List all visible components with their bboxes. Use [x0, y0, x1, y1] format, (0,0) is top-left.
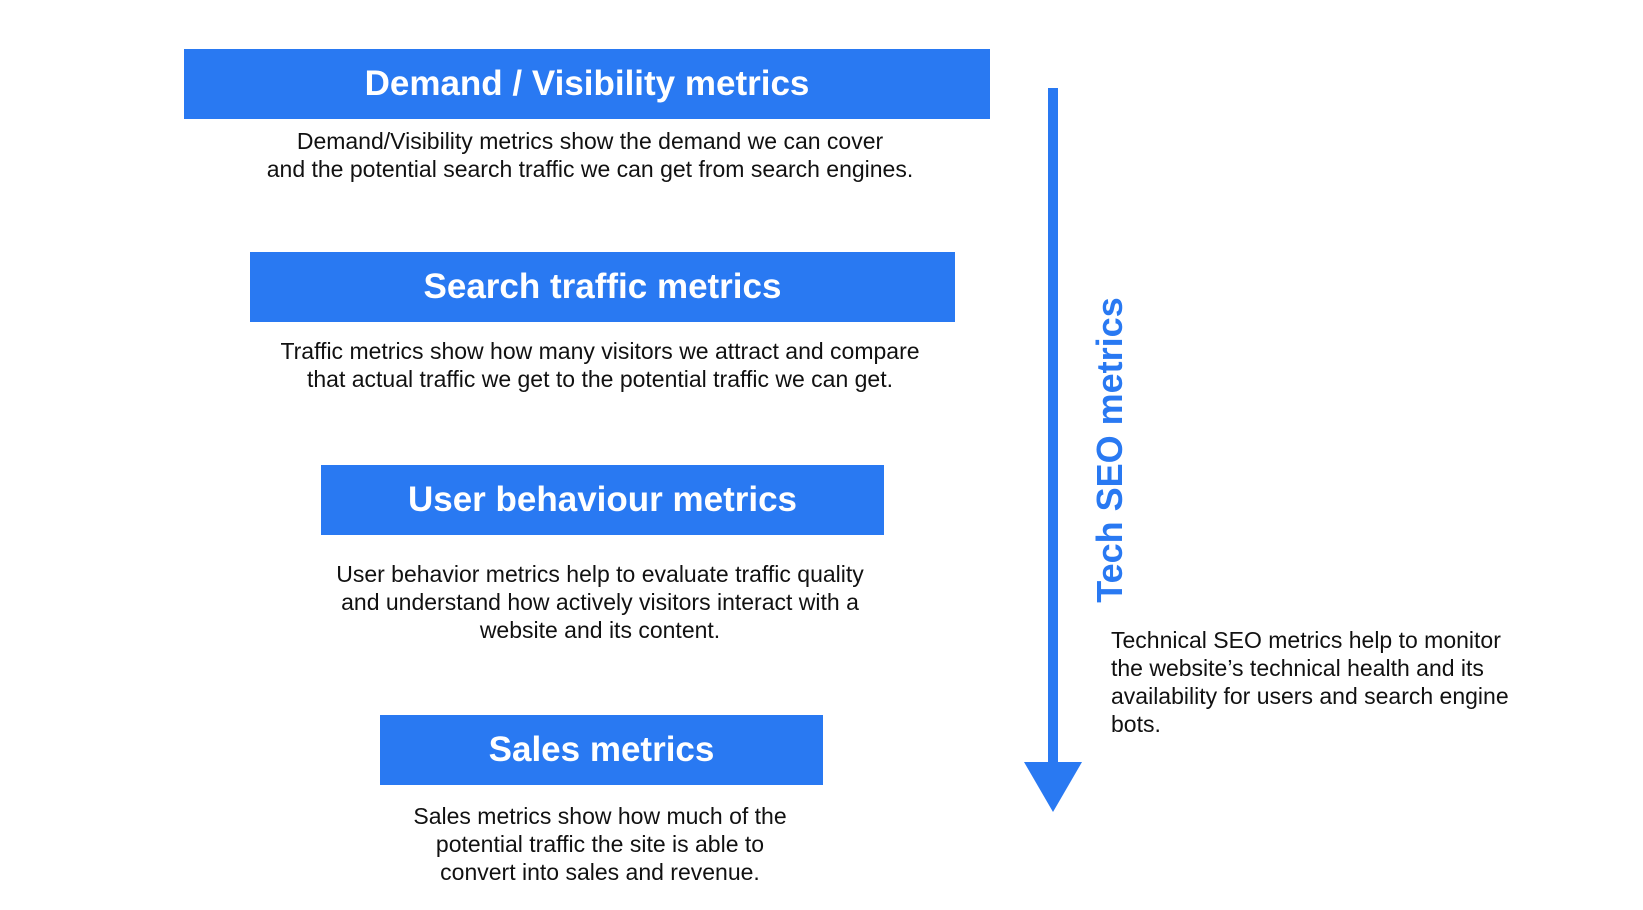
down-arrow [1024, 88, 1082, 812]
sales-title: Sales metrics [488, 730, 715, 769]
tech-seo-description: Technical SEO metrics help to monitor th… [1111, 627, 1509, 737]
demand-visibility-title: Demand / Visibility metrics [364, 64, 810, 103]
arrow-shaft [1048, 88, 1058, 768]
search-traffic-box: Search traffic metrics [250, 252, 955, 322]
user-behaviour-description: User behavior metrics help to evaluate t… [336, 561, 864, 643]
demand-visibility-box: Demand / Visibility metrics [184, 49, 990, 119]
search-traffic-description: Traffic metrics show how many visitors w… [280, 338, 920, 392]
user-behaviour-title: User behaviour metrics [407, 480, 798, 519]
tech-seo-label: Tech SEO metrics [1089, 297, 1130, 603]
arrow-head [1024, 762, 1082, 812]
sales-box: Sales metrics [380, 715, 823, 785]
user-behaviour-box: User behaviour metrics [321, 465, 884, 535]
demand-visibility-description: Demand/Visibility metrics show the deman… [266, 128, 914, 182]
sales-description: Sales metrics show how much of the poten… [413, 803, 787, 885]
search-traffic-title: Search traffic metrics [423, 267, 782, 306]
